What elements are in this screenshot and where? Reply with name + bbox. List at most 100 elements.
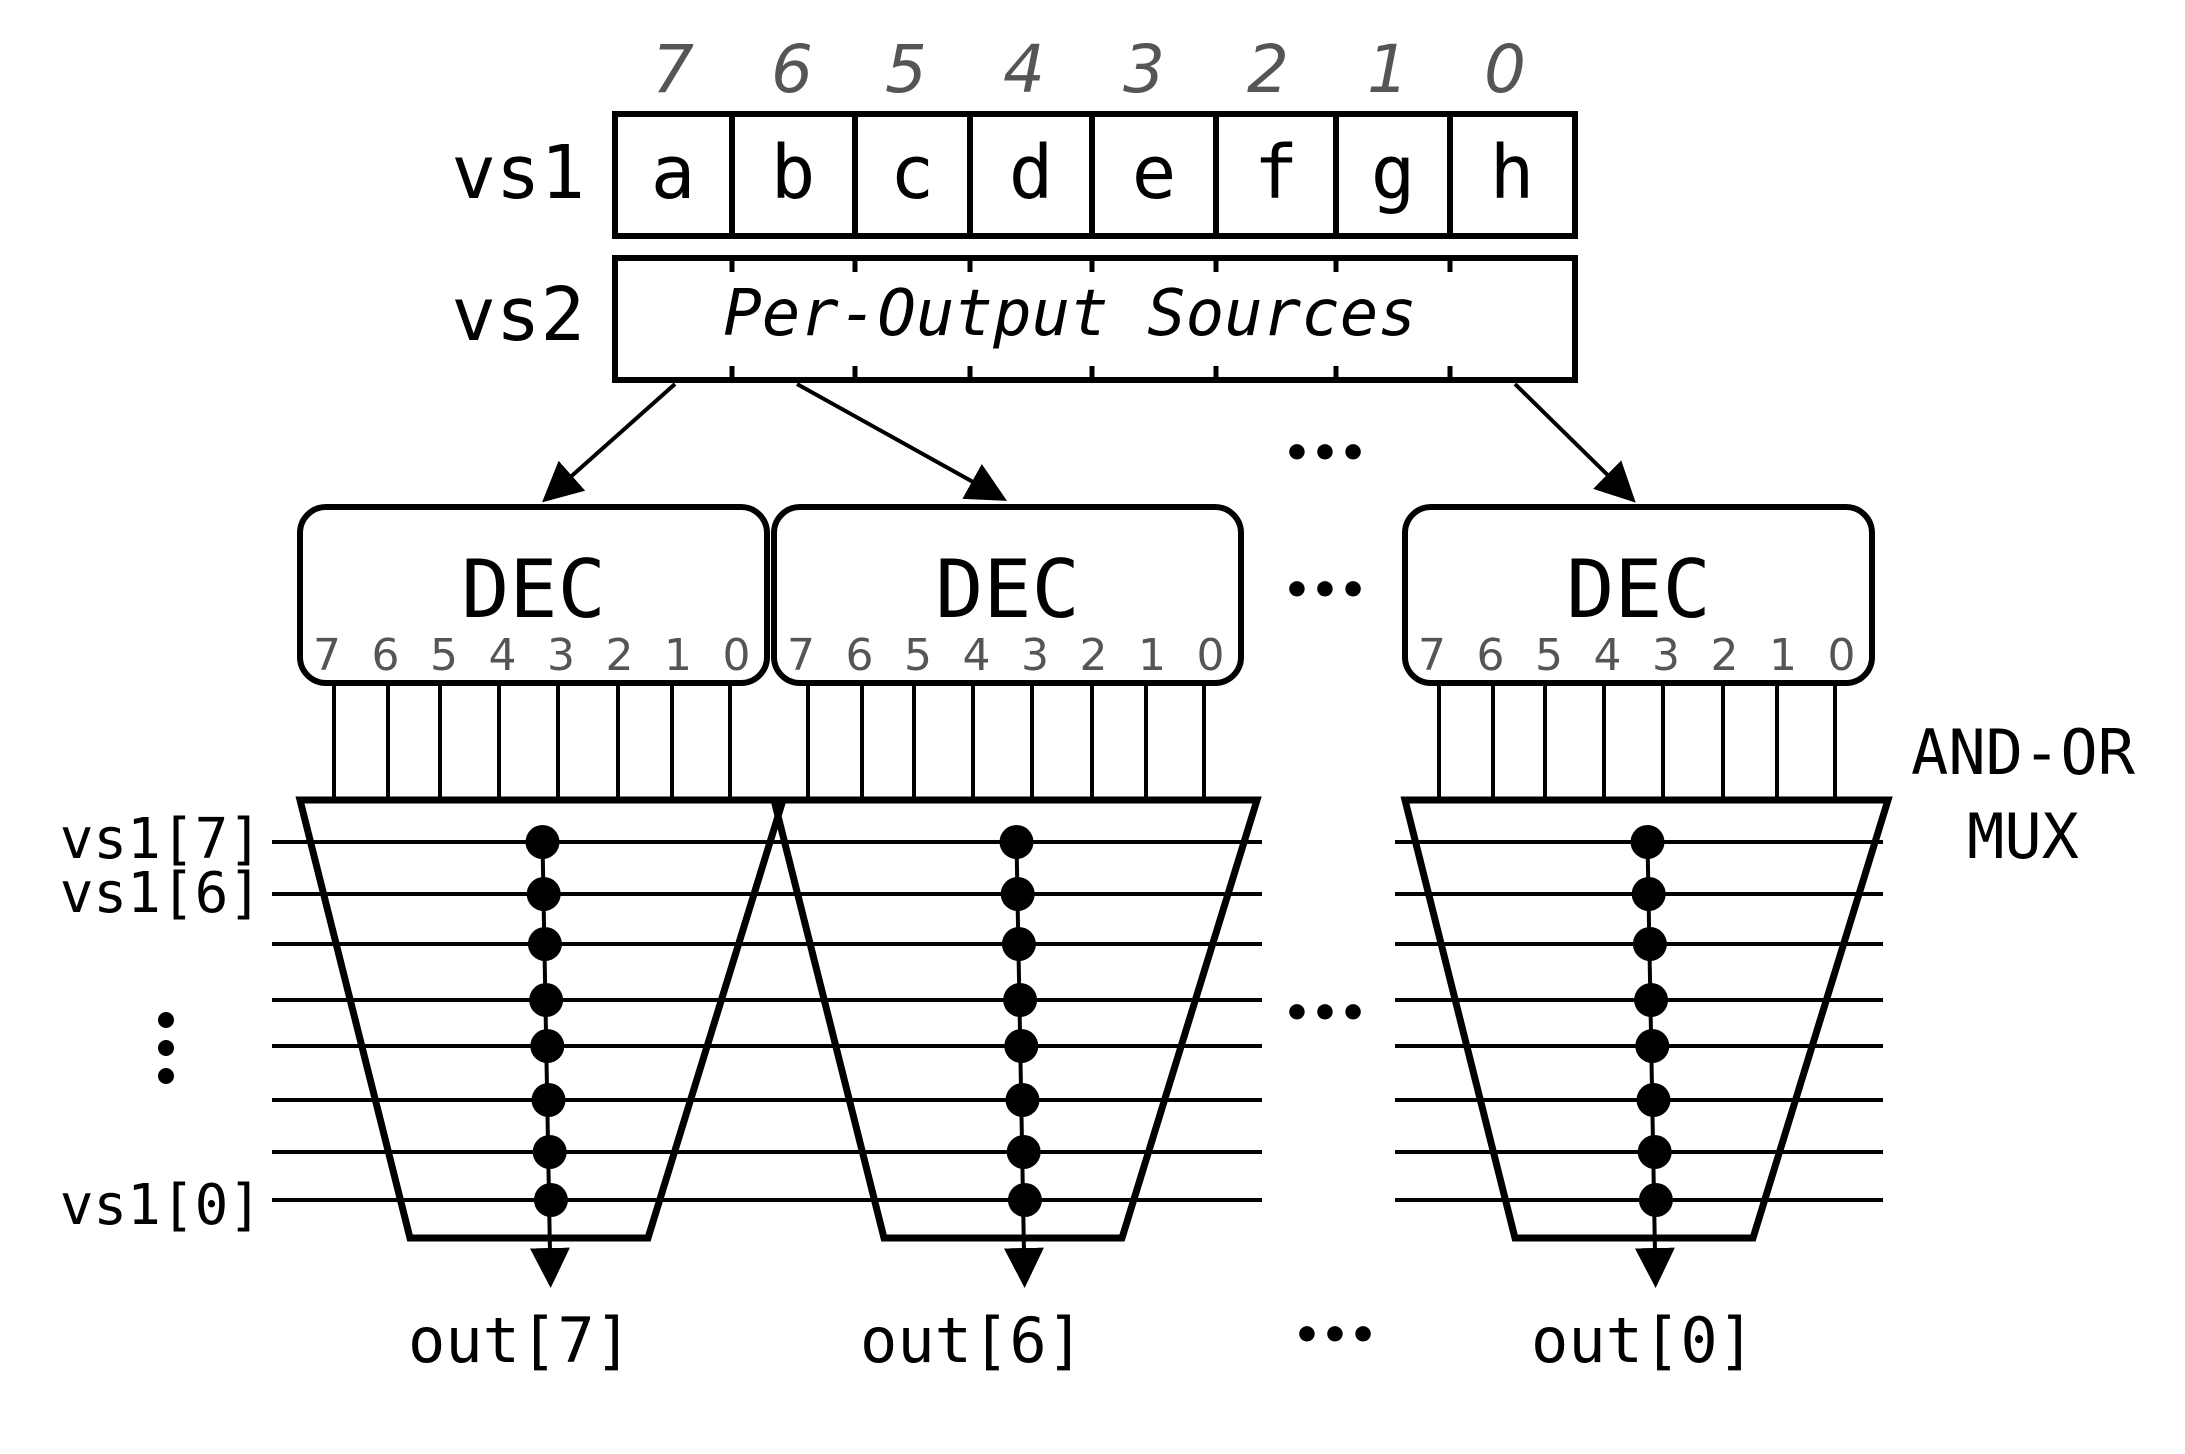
- source-arrow: [1513, 382, 1636, 503]
- decoder-pin-label: 4: [489, 630, 517, 681]
- index-label: 4: [1003, 31, 1045, 108]
- decoder-pin-label: 2: [606, 630, 634, 681]
- input-label-vs1-0: vs1[0]: [60, 1173, 262, 1238]
- decoder-pin-label: 5: [904, 630, 932, 681]
- decoder-pin-label: 2: [1711, 630, 1739, 681]
- junction-dot: [531, 1083, 566, 1117]
- vs1-register-label: vs1: [451, 130, 585, 216]
- decoder-pin-label: 1: [1138, 630, 1166, 681]
- junction-dot: [1631, 877, 1666, 911]
- junction-dot: [1638, 1183, 1673, 1217]
- mux-label-line2: MUX: [1967, 800, 2079, 873]
- source-arrow: [542, 382, 677, 503]
- index-label: 7: [652, 31, 694, 108]
- decoder-pin-label: 4: [1594, 630, 1622, 681]
- decoder-pin-label: 7: [1418, 630, 1446, 681]
- index-label: 0: [1484, 31, 1526, 108]
- index-label: 3: [1123, 31, 1165, 108]
- decoder-pin-label: 7: [787, 630, 815, 681]
- decoder-pin-label: 0: [1828, 630, 1856, 681]
- junction-dot: [532, 1135, 567, 1169]
- vs1-cell: g: [1371, 130, 1416, 216]
- decoder-pin-label: 1: [664, 630, 692, 681]
- index-label: 5: [885, 31, 927, 108]
- junction-dot: [525, 825, 560, 859]
- decoder-pin-label: 0: [723, 630, 751, 681]
- vs1-cell: d: [1009, 130, 1054, 216]
- index-label: 1: [1367, 31, 1409, 108]
- vs1-cell: b: [771, 130, 816, 216]
- decoder-pin-label: 3: [1021, 630, 1049, 681]
- junction-dot: [1000, 877, 1035, 911]
- decoder-pin-label: 0: [1197, 630, 1225, 681]
- junction-dot: [1003, 983, 1038, 1017]
- junction-dot: [1637, 1135, 1672, 1169]
- decoder-pin-label: 4: [963, 630, 991, 681]
- vs1-index-labels: 7 6 5 4 3 2 1 0: [652, 31, 1526, 108]
- junction-dot: [533, 1183, 568, 1217]
- junction-dot: [999, 825, 1034, 859]
- decoder-label: DEC: [935, 543, 1080, 636]
- decoder-pin-label: 2: [1080, 630, 1108, 681]
- decoder-box: [297, 504, 770, 686]
- source-arrows: [542, 382, 1636, 503]
- junction-dot: [530, 1029, 565, 1063]
- vs2-sources-text: Per-Output Sources: [723, 277, 1417, 351]
- decoder-pin-label: 3: [547, 630, 575, 681]
- junction-dot: [1635, 1029, 1670, 1063]
- junction-dot: [1006, 1135, 1041, 1169]
- ellipsis: •••: [1283, 988, 1367, 1039]
- junction-dot: [527, 927, 562, 961]
- junction-dot: [529, 983, 564, 1017]
- and-or-mux: [295, 796, 788, 1242]
- junction-dot: [526, 877, 561, 911]
- junction-dot: [1005, 1083, 1040, 1117]
- junction-dot: [1632, 927, 1667, 961]
- vs1-cell: e: [1132, 130, 1177, 216]
- input-label-vs1-7: vs1[7]: [60, 807, 262, 872]
- ellipsis: •••: [1293, 1310, 1377, 1361]
- and-or-mux: [769, 796, 1262, 1242]
- junction-dot: [1004, 1029, 1039, 1063]
- decoder-box: [771, 504, 1244, 686]
- decoder-label: DEC: [1566, 543, 1711, 636]
- ellipsis: •••: [1283, 565, 1367, 616]
- junction-dot: [1007, 1183, 1042, 1217]
- vs1-cell: a: [651, 130, 696, 216]
- ellipsis: •••: [1283, 428, 1367, 479]
- decoder-label: DEC: [461, 543, 606, 636]
- decoder-pin-label: 6: [372, 630, 400, 681]
- index-label: 6: [771, 31, 813, 108]
- vs1-cell: h: [1490, 130, 1535, 216]
- output-label-out-7: out[7]: [408, 1304, 632, 1377]
- decoder-pin-label: 5: [1535, 630, 1563, 681]
- decoder-box: [1402, 504, 1875, 686]
- vs1-cell: c: [890, 130, 935, 216]
- junction-dot: [1001, 927, 1036, 961]
- and-or-mux: [1400, 796, 1893, 1242]
- vs2-register-label: vs2: [451, 272, 585, 358]
- source-arrow: [796, 382, 1007, 501]
- vs1-register: a b c d e f g h: [612, 111, 1578, 239]
- decoder-pin-label: 3: [1652, 630, 1680, 681]
- decoder-pin-label: 1: [1769, 630, 1797, 681]
- output-label-out-6: out[6]: [860, 1304, 1084, 1377]
- decoder-pin-label: 7: [313, 630, 341, 681]
- junction-dot: [1634, 983, 1669, 1017]
- input-label-vs1-6: vs1[6]: [60, 861, 262, 926]
- vertical-ellipsis: [158, 1012, 174, 1084]
- junction-dot: [1636, 1083, 1671, 1117]
- vs2-register: Per-Output Sources: [612, 255, 1578, 383]
- vs1-cell: f: [1254, 130, 1299, 216]
- junction-dot: [1630, 825, 1665, 859]
- output-label-out-0: out[0]: [1531, 1304, 1755, 1377]
- mux-label-line1: AND-OR: [1911, 716, 2136, 789]
- decoder-pin-label: 6: [846, 630, 874, 681]
- decoder-pin-label: 6: [1477, 630, 1505, 681]
- decoder-pin-label: 5: [430, 630, 458, 681]
